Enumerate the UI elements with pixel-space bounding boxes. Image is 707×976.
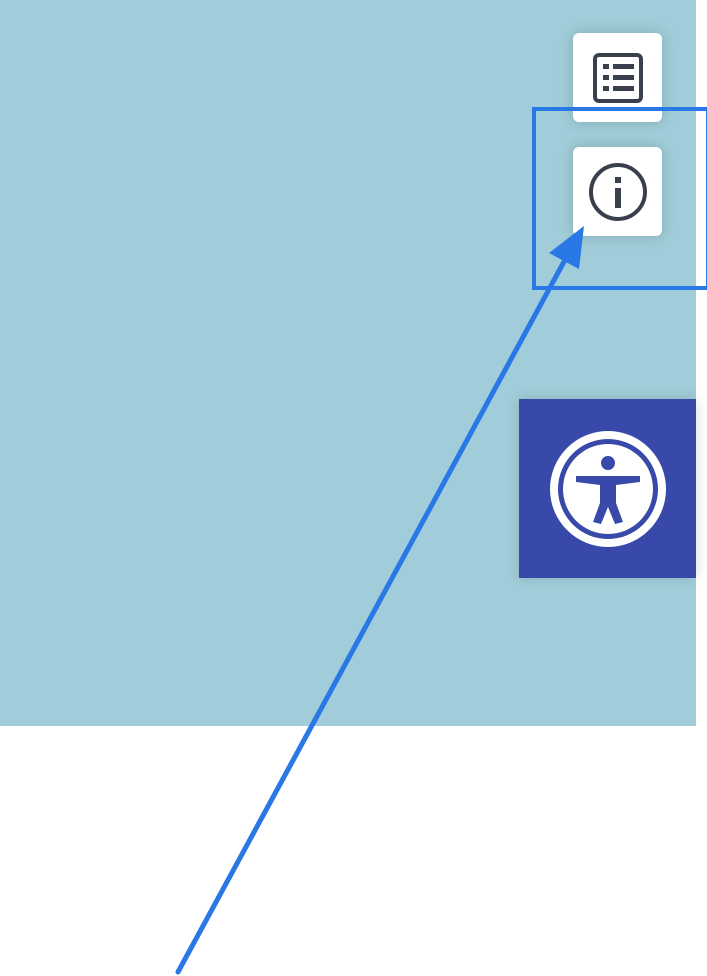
info-button[interactable] — [573, 147, 662, 236]
legend-button[interactable] — [573, 33, 662, 122]
info-icon — [588, 162, 647, 221]
accessibility-button[interactable] — [519, 399, 696, 578]
accessibility-icon — [549, 430, 666, 547]
list-icon — [592, 52, 643, 103]
